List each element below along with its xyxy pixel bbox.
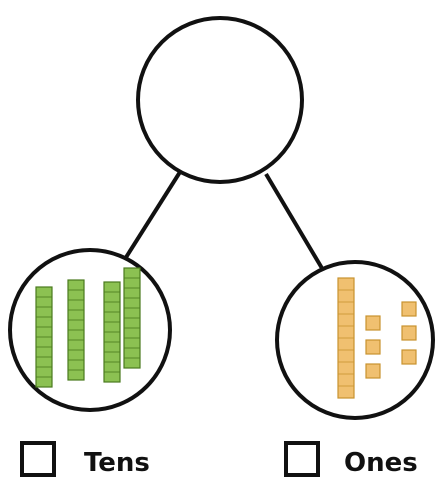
one-cube xyxy=(401,325,417,341)
one-cube xyxy=(401,301,417,317)
one-cube xyxy=(365,339,381,355)
whole-circle[interactable] xyxy=(136,16,304,184)
tens-rod xyxy=(123,267,141,369)
ten-rod-orange xyxy=(337,277,355,399)
tens-part-circle xyxy=(8,248,172,412)
right-connector-line xyxy=(264,172,328,277)
tens-rod xyxy=(103,281,121,383)
left-connector-line xyxy=(116,170,182,272)
tens-rod xyxy=(35,286,53,388)
tens-blocks-group xyxy=(35,267,141,388)
one-cube xyxy=(365,363,381,379)
one-cube xyxy=(401,349,417,365)
ones-blocks-group xyxy=(337,277,417,399)
tens-rod xyxy=(67,279,85,381)
tens-label: Tens xyxy=(84,448,150,478)
ones-part-circle xyxy=(275,260,435,420)
one-cube xyxy=(365,315,381,331)
ones-label: Ones xyxy=(344,448,418,478)
ones-checkbox[interactable] xyxy=(284,441,320,477)
tens-checkbox[interactable] xyxy=(20,441,56,477)
